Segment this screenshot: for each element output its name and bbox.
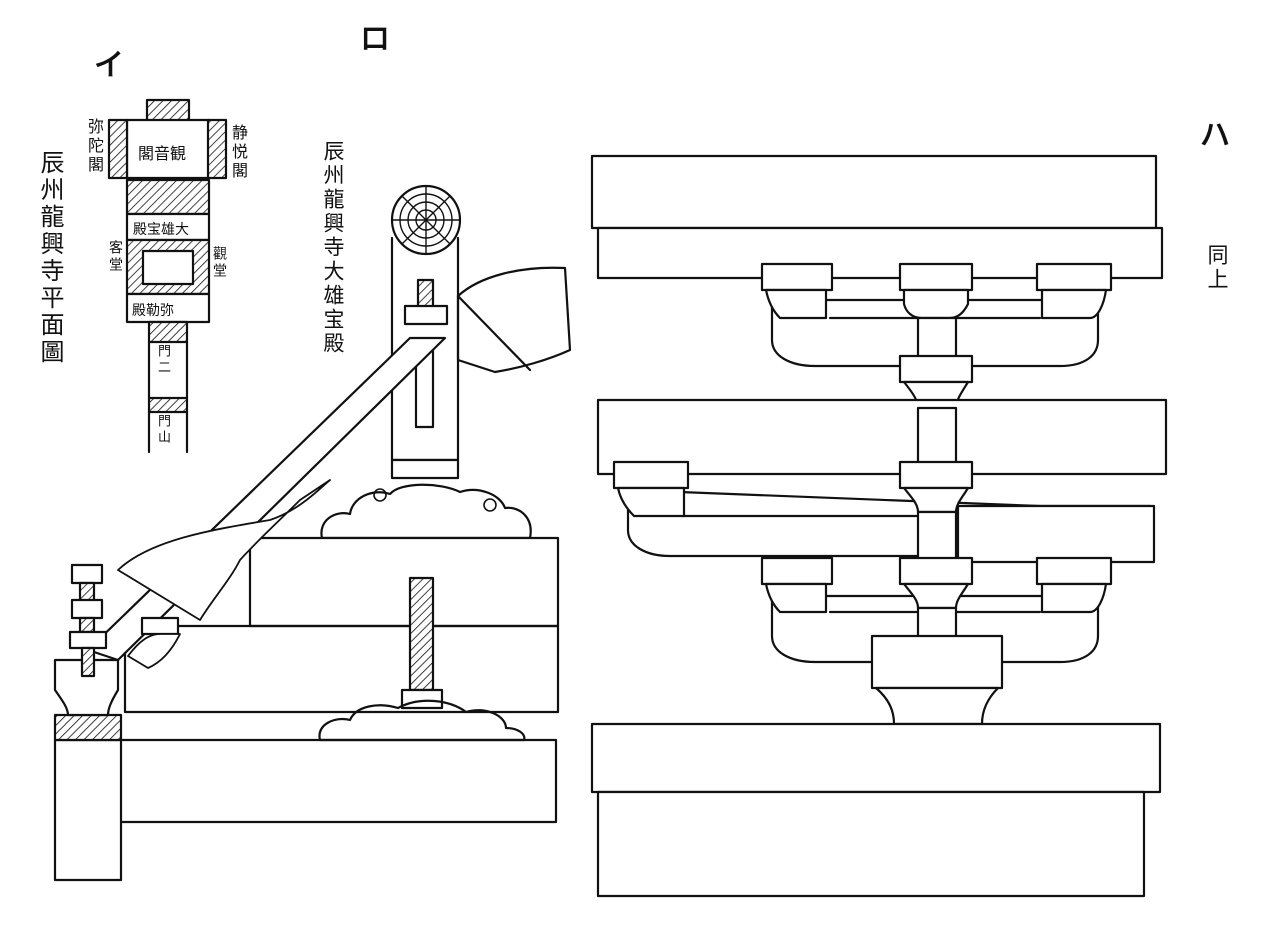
ha-middle-beam xyxy=(596,398,1168,476)
plan-mountain-gate-label: 門山 xyxy=(155,414,170,446)
mark-ro-label: ロ xyxy=(360,22,390,57)
plan-kannon-label: 觀堂 xyxy=(211,246,227,280)
plan-main-hall-label: 殿宝雄大 xyxy=(133,222,189,238)
mark-ha-label: ハ xyxy=(1200,118,1230,153)
strut-bracket xyxy=(140,616,180,636)
ha-top-beam xyxy=(590,154,1158,230)
plan-maitreya-label: 殿勒弥 xyxy=(132,303,174,319)
ha-bottom-beam-lower xyxy=(596,790,1146,898)
eave-column xyxy=(53,738,123,882)
plan-courtyard xyxy=(141,249,195,286)
column-capital xyxy=(53,658,120,717)
plan-guanyin-hall xyxy=(125,118,211,180)
lower-post xyxy=(408,576,435,692)
plan-main-hall-top xyxy=(125,178,211,216)
plan-jingxin-hall xyxy=(206,118,228,180)
plan-mountain-gate xyxy=(147,396,189,414)
plan-guest-room-label: 客堂 xyxy=(107,240,123,274)
tenon-block xyxy=(403,304,449,326)
bracket-caption: 同上 xyxy=(1205,244,1229,292)
plan-amida-label: 弥陀閣 xyxy=(85,118,104,175)
ha-center-block-3 xyxy=(898,556,974,586)
ha-bottom-beam xyxy=(590,722,1162,794)
plan-title: 辰州龍興寺平面圖 xyxy=(36,150,64,366)
ha-middle-left-block xyxy=(612,460,690,490)
strut-cloud-decoration xyxy=(117,479,331,621)
mark-i-label: イ xyxy=(94,48,124,83)
plan-jingxin-label: 静悦閣 xyxy=(229,124,248,181)
floor-plan xyxy=(107,98,228,454)
bracket-elevation xyxy=(590,154,1168,898)
ha-lower-right-block xyxy=(1035,556,1113,586)
plan-maitreya-band xyxy=(125,292,211,324)
cloud-base-lower xyxy=(318,699,526,742)
beam-lower xyxy=(118,738,558,824)
cloud-base-upper xyxy=(320,483,532,540)
ha-center-block-2 xyxy=(898,460,974,490)
ha-lower-left-block xyxy=(760,556,834,586)
ha-upper-right-block xyxy=(1035,262,1113,292)
ha-center-block-1 xyxy=(898,354,974,384)
post-capital xyxy=(390,458,460,480)
ha-right-beam-stub xyxy=(956,504,1156,564)
plan-amida-hall xyxy=(107,118,129,180)
plan-gate-two-label: 門二 xyxy=(155,344,170,376)
ha-main-block xyxy=(870,634,1004,690)
bracket-stack-top xyxy=(70,563,104,585)
ha-main-block-base xyxy=(874,686,1000,726)
section-title: 辰州龍興寺大雄宝殿 xyxy=(321,140,345,356)
ha-upper-left-block xyxy=(760,262,834,292)
lower-post-cap xyxy=(400,688,444,710)
beam-upper xyxy=(248,536,560,628)
roof-fragment xyxy=(456,266,572,374)
ha-upper-center-block xyxy=(898,262,974,292)
plan-guanyin-label: 閣音観 xyxy=(138,144,187,163)
section-drawing xyxy=(53,184,572,882)
beam-middle xyxy=(123,624,560,714)
plan-gate-two xyxy=(147,320,189,344)
column-head xyxy=(53,713,123,742)
